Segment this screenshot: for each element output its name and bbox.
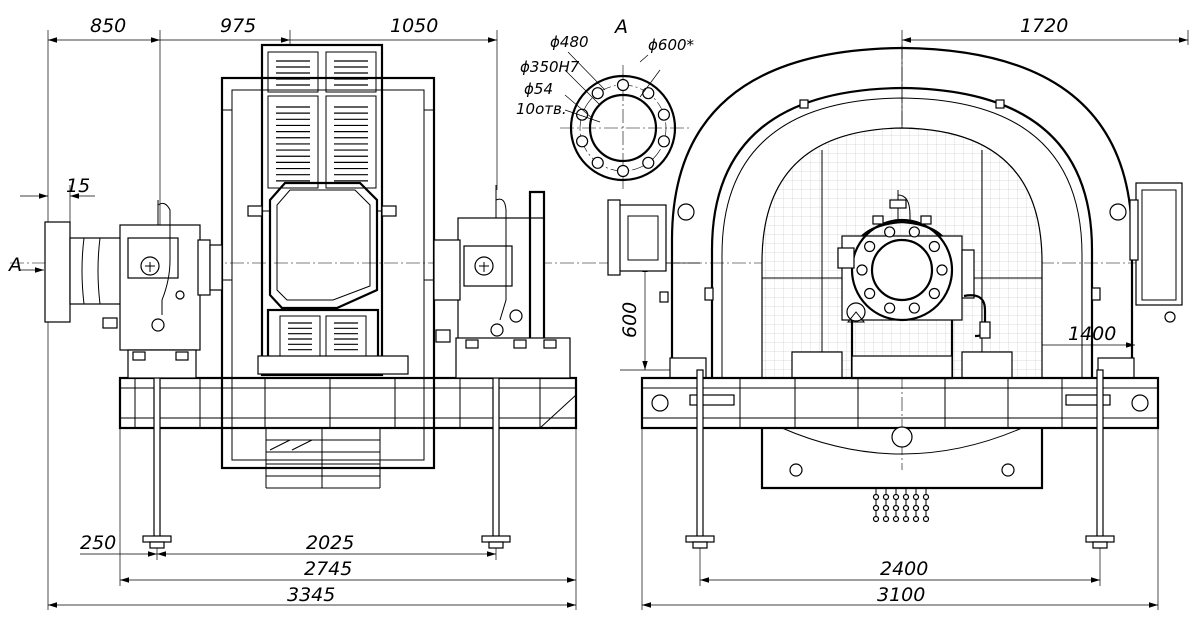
bearing-hole (856, 264, 868, 276)
dim-600: 600 (619, 302, 641, 338)
flange-hole (591, 87, 604, 100)
bearing-hole (884, 226, 896, 238)
cable-ring (882, 504, 890, 512)
dim-1050: 1050 (390, 15, 438, 37)
bearing-hole (864, 240, 876, 253)
bearing-bolt-holes (856, 226, 948, 314)
cable-ring (892, 515, 900, 523)
bearing-hole (928, 287, 940, 300)
flange-hole (591, 156, 604, 169)
flange-hole (642, 87, 655, 100)
cable-ring (922, 515, 930, 523)
cable-ring (882, 515, 890, 523)
flange-hole (616, 164, 630, 178)
flange-hole (657, 135, 670, 148)
side-view (600, 30, 1189, 610)
dim-1400: 1400 (1068, 323, 1116, 345)
cable-ring (882, 493, 890, 501)
bearing-hole (864, 287, 876, 300)
dim-2745: 2745 (304, 558, 352, 580)
cable-ring (902, 504, 910, 512)
bearing-hole (908, 302, 920, 314)
flange-holes-count: 10отв. (516, 100, 567, 118)
dim-2025: 2025 (306, 532, 354, 554)
cable-ring (912, 504, 920, 512)
dim-2400: 2400 (880, 558, 928, 580)
cable-ring (912, 493, 920, 501)
bearing-hole (908, 226, 920, 238)
cable-ring (912, 515, 920, 523)
dim-3345: 3345 (287, 584, 335, 606)
flange-view-title: A (613, 16, 628, 38)
view-a-label: A (7, 254, 22, 276)
cable-ring (872, 493, 880, 501)
cable-leads (872, 488, 930, 523)
cable-ring (902, 515, 910, 523)
flange-hole (642, 156, 655, 169)
front-view (10, 30, 600, 610)
cable-ring (902, 493, 910, 501)
bearing-hole (928, 240, 940, 253)
flange-hole (576, 135, 589, 148)
bearing-hole (884, 302, 896, 314)
flange-hole (616, 78, 630, 92)
bearing-hole (936, 264, 948, 276)
dim-850: 850 (90, 15, 126, 37)
dim-975: 975 (220, 15, 256, 37)
flange-hole (657, 108, 670, 121)
cable-ring (892, 493, 900, 501)
cable-ring (922, 504, 930, 512)
cable-ring (872, 515, 880, 523)
dim-15: 15 (66, 175, 90, 197)
cable-ring (892, 504, 900, 512)
cable-ring (922, 493, 930, 501)
dim-3100: 3100 (877, 584, 925, 606)
dim-1720: 1720 (1020, 15, 1068, 37)
flange-d600: ϕ600* (648, 36, 695, 54)
flange-view-a (560, 51, 690, 190)
flange-d54: ϕ54 (524, 80, 553, 98)
flange-d480: ϕ480 (550, 33, 589, 51)
cable-ring (872, 504, 880, 512)
flange-d350: ϕ350H7 (520, 58, 580, 76)
ventilation-louvers (276, 60, 368, 351)
dim-250: 250 (80, 532, 116, 554)
